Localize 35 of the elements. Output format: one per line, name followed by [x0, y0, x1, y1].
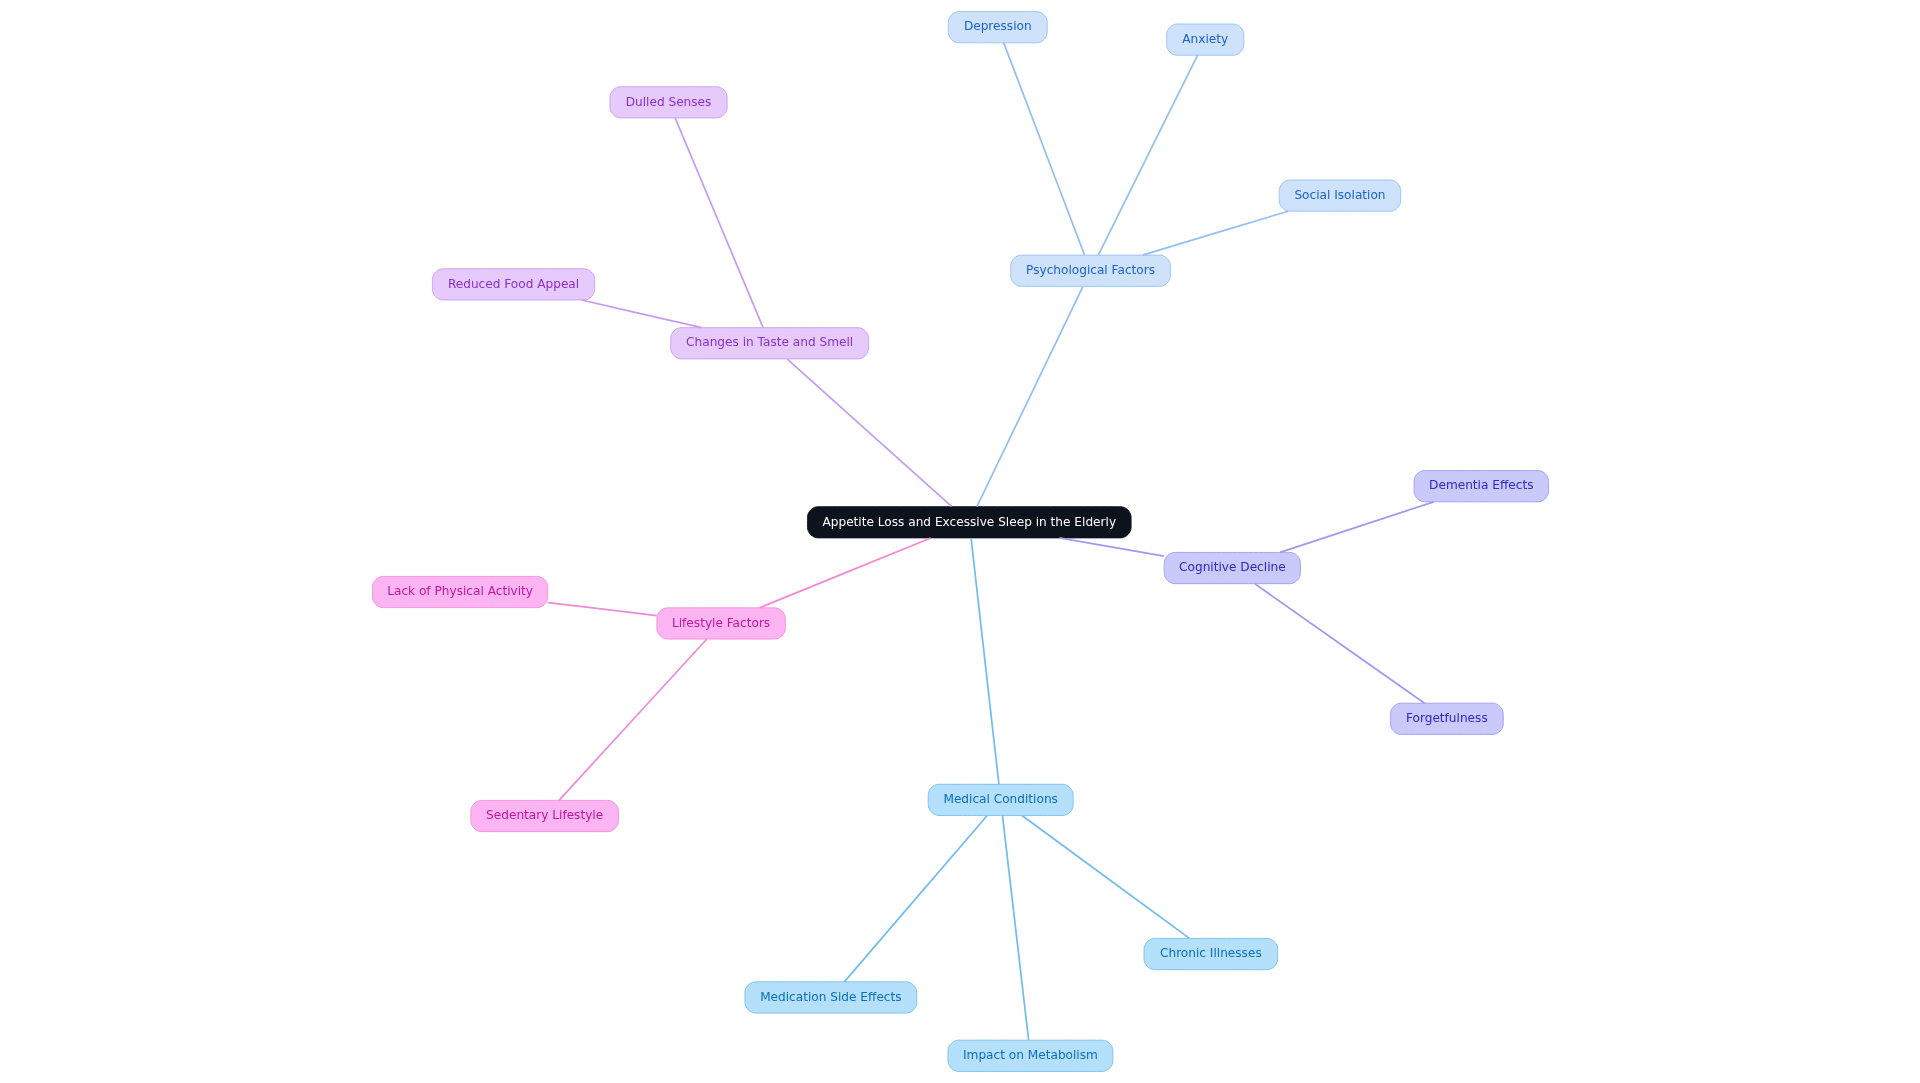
- node-box: Forgetfulness: [1389, 702, 1504, 735]
- node-box: Cognitive Decline: [1163, 552, 1301, 585]
- node-box: Changes in Taste and Smell: [669, 327, 869, 360]
- connector: [1020, 814, 1190, 940]
- node-box: Impact on Metabolism: [947, 1039, 1113, 1072]
- node-box: Anxiety: [1165, 23, 1244, 56]
- connector: [1002, 42, 1085, 256]
- connector: [557, 638, 707, 802]
- node-box: Psychological Factors: [1009, 254, 1171, 287]
- connector: [969, 537, 1000, 785]
- node-box: Lack of Physical Activity: [371, 575, 548, 609]
- connector: [673, 117, 764, 329]
- connector: [1058, 537, 1165, 557]
- connector: [1253, 583, 1425, 705]
- node-box: Sedentary Lifestyle: [469, 799, 619, 833]
- connector: [1001, 814, 1029, 1041]
- node-box: Dementia Effects: [1413, 470, 1549, 503]
- node-box: Social Isolation: [1278, 179, 1401, 212]
- node-box: Chronic Illnesses: [1143, 938, 1278, 971]
- connector: [1278, 500, 1435, 554]
- connector: [842, 814, 988, 983]
- node-box: Medication Side Effects: [744, 981, 917, 1014]
- node-box: Medical Conditions: [927, 783, 1074, 816]
- connector: [1097, 54, 1198, 256]
- node-box: Depression: [947, 11, 1048, 44]
- node-box: Lifestyle Factors: [655, 607, 786, 640]
- node-box: Reduced Food Appeal: [431, 268, 595, 301]
- connector: [758, 537, 932, 609]
- connector: [1141, 210, 1289, 256]
- node-box: Appetite Loss and Excessive Sleep in the Elderly: [806, 506, 1132, 539]
- connector: [546, 601, 657, 617]
- connector: [975, 285, 1084, 508]
- connector: [580, 299, 703, 329]
- connector: [785, 358, 952, 508]
- node-box: Dulled Senses: [609, 86, 728, 119]
